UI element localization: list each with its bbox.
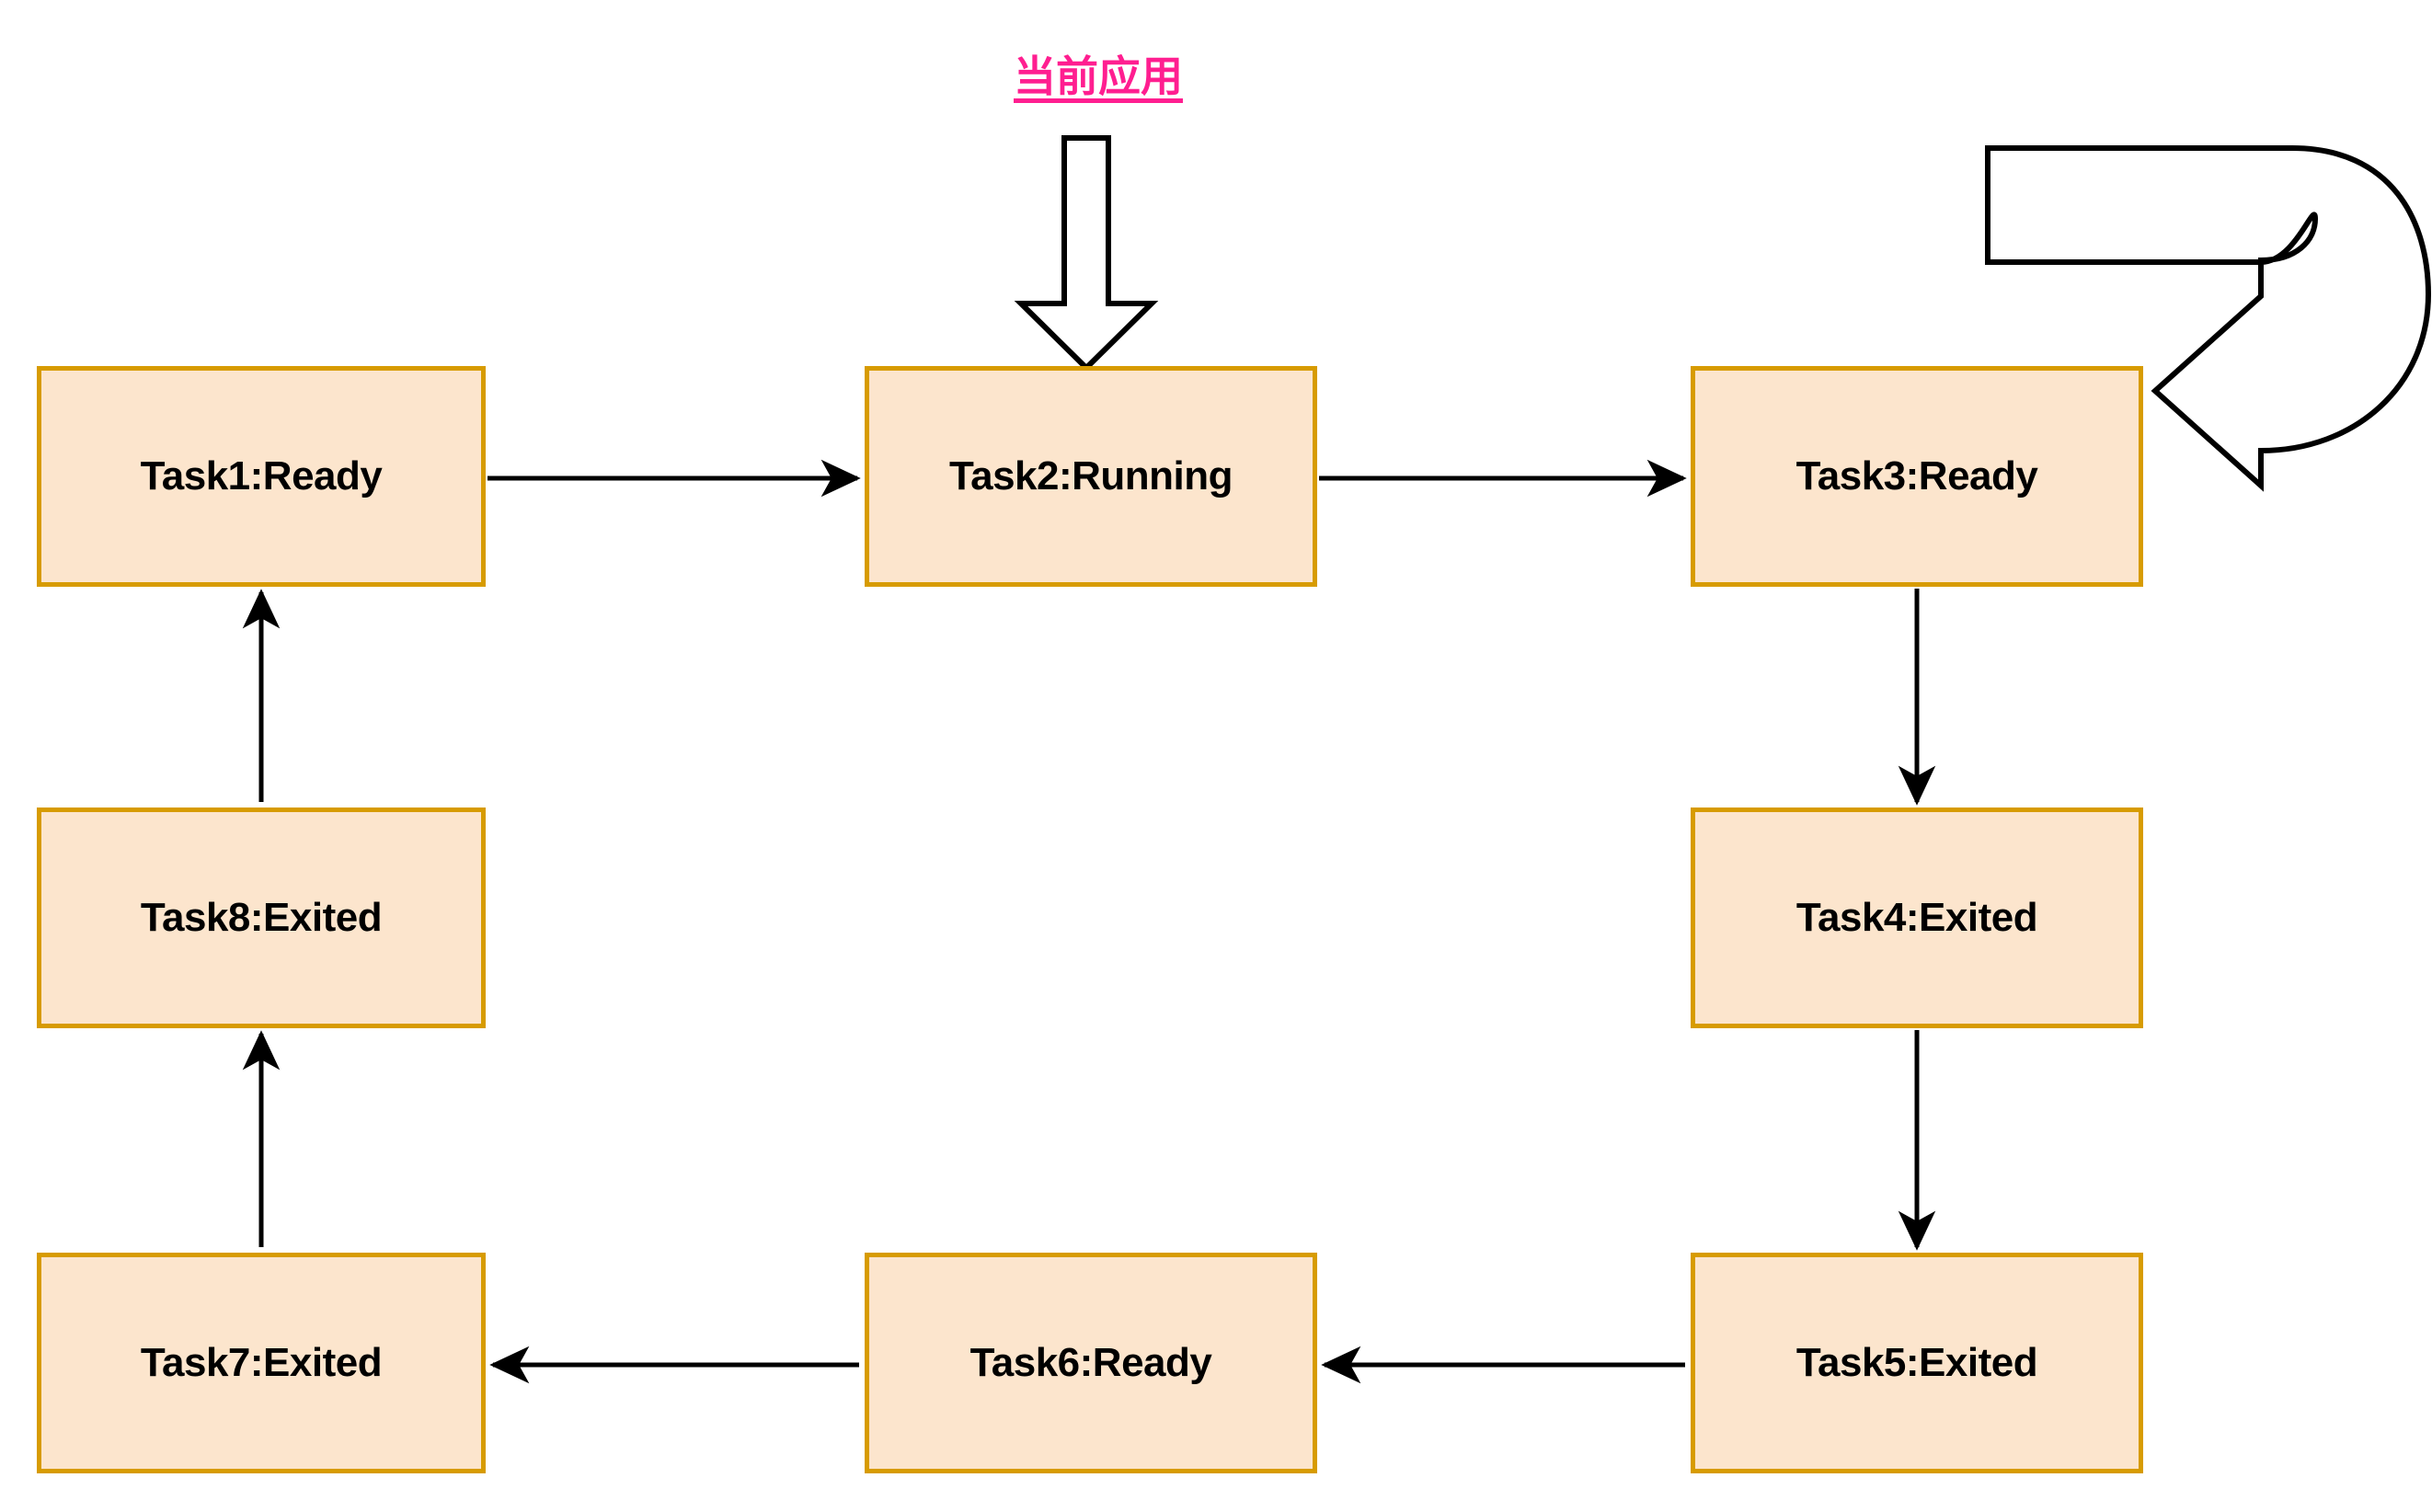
node-task2-label: Task2:Running [948,452,1233,498]
node-task7-label: Task7:Exited [140,1339,383,1385]
current-app-annotation: 当前应用 [1014,52,1183,100]
loop-back-block-arrow [1985,145,2432,492]
node-task3[interactable]: Task3:Ready [1691,366,2143,587]
node-task5[interactable]: Task5:Exited [1691,1253,2143,1473]
node-task5-label: Task5:Exited [1795,1339,2038,1385]
node-task8[interactable]: Task8:Exited [37,808,486,1028]
current-app-pointer-block-arrow [1014,135,1159,372]
node-task1-label: Task1:Ready [140,452,383,498]
node-task6-label: Task6:Ready [969,1339,1212,1385]
node-task6[interactable]: Task6:Ready [865,1253,1317,1473]
node-task4-label: Task4:Exited [1795,894,2038,940]
node-task2[interactable]: Task2:Running [865,366,1317,587]
node-task1[interactable]: Task1:Ready [37,366,486,587]
node-task3-label: Task3:Ready [1795,452,2038,498]
node-task4[interactable]: Task4:Exited [1691,808,2143,1028]
node-task8-label: Task8:Exited [140,894,383,940]
node-task7[interactable]: Task7:Exited [37,1253,486,1473]
